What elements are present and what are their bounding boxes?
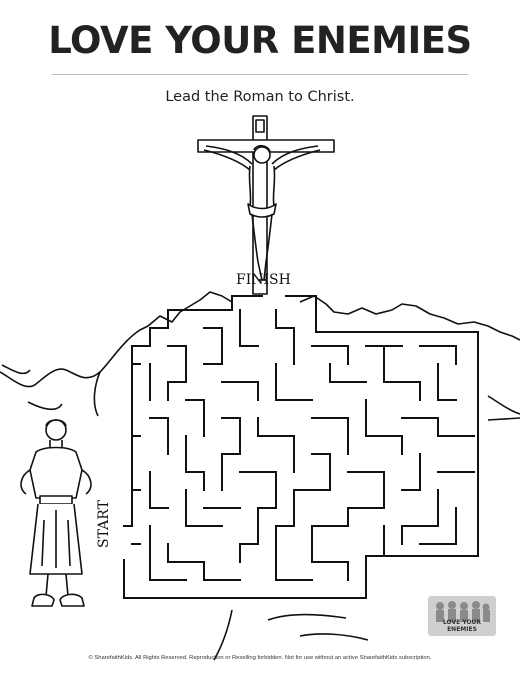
roman-soldier-illustration — [20, 419, 92, 607]
mountains-background — [0, 291, 520, 661]
maze — [123, 295, 479, 599]
start-label: START — [96, 500, 112, 548]
copyright-footer: © SharefaithKids. All Rights Reserved. R… — [88, 655, 432, 661]
instructions-text: Lead the Roman to Christ. — [165, 89, 355, 105]
series-badge: LOVE YOUR ENEMIES — [428, 596, 496, 636]
jesus-on-cross-illustration — [197, 115, 335, 295]
people-group-icon — [436, 601, 490, 622]
finish-label: FINISH — [236, 272, 291, 288]
maze-outer-wall — [123, 295, 479, 599]
title-divider — [52, 74, 468, 75]
badge-label: LOVE YOUR ENEMIES — [442, 619, 482, 633]
page-title: LOVE YOUR ENEMIES — [48, 19, 472, 62]
